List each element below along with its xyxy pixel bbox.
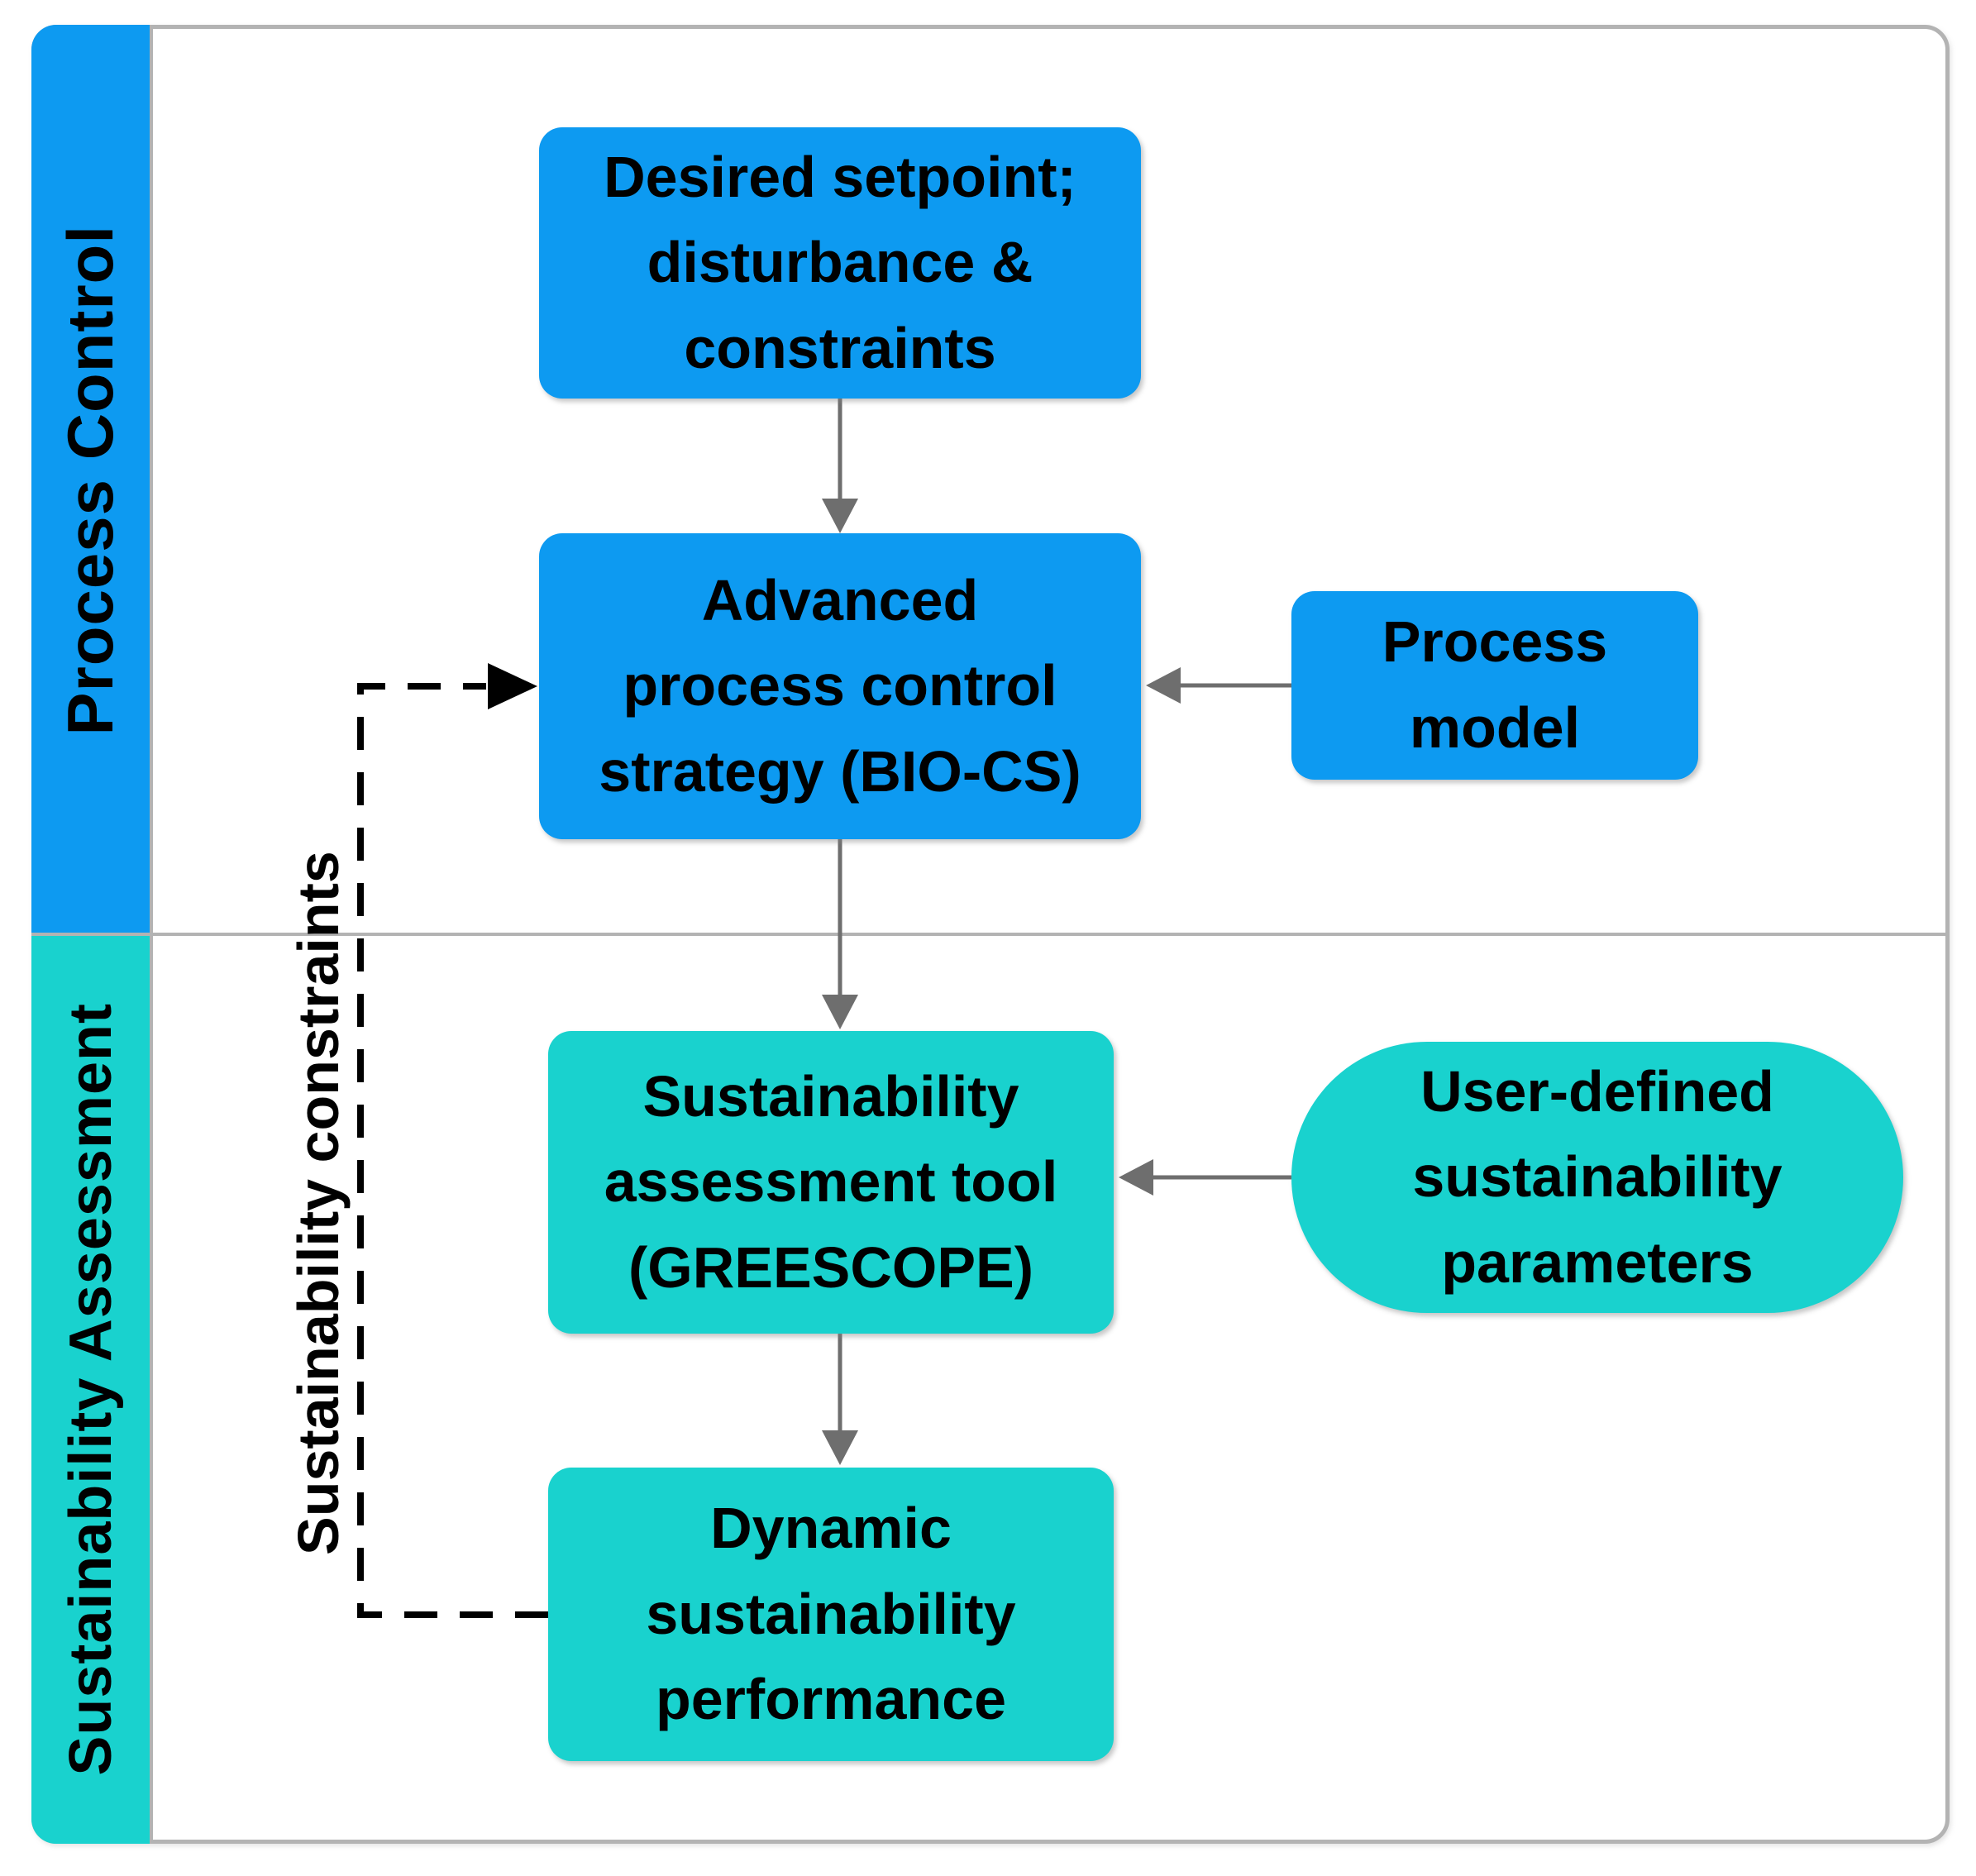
section-label-sustainability-assessment: Sustainability Assessment (57, 1003, 124, 1776)
node-dynamic-performance: Dynamic sustainability performance (548, 1468, 1114, 1761)
node-bio-cs: Advanced process control strategy (BIO-C… (539, 533, 1141, 839)
node-process-model: Process model (1291, 591, 1698, 780)
node-desired-setpoint-label: Desired setpoint; disturbance & constrai… (604, 144, 1076, 380)
node-user-defined-parameters: User-defined sustainability parameters (1291, 1042, 1903, 1313)
node-bio-cs-label: Advanced process control strategy (BIO-C… (599, 567, 1081, 804)
section-label-process-control: Process Control (54, 224, 126, 736)
node-greescope-label: Sustainability assessment tool (GREESCOP… (604, 1063, 1058, 1300)
node-desired-setpoint: Desired setpoint; disturbance & constrai… (539, 127, 1141, 399)
node-greescope: Sustainability assessment tool (GREESCOP… (548, 1031, 1114, 1334)
feedback-edge-label: Sustainability constraints (286, 851, 351, 1555)
node-dynamic-performance-label: Dynamic sustainability performance (646, 1496, 1016, 1732)
section-strip-process-control: Process Control (31, 25, 153, 935)
node-process-model-label: Process model (1382, 609, 1608, 760)
node-user-defined-parameters-label: User-defined sustainability parameters (1412, 1058, 1783, 1295)
section-strip-sustainability-assessment: Sustainability Assessment (31, 935, 153, 1844)
section-divider-line (31, 933, 1950, 936)
